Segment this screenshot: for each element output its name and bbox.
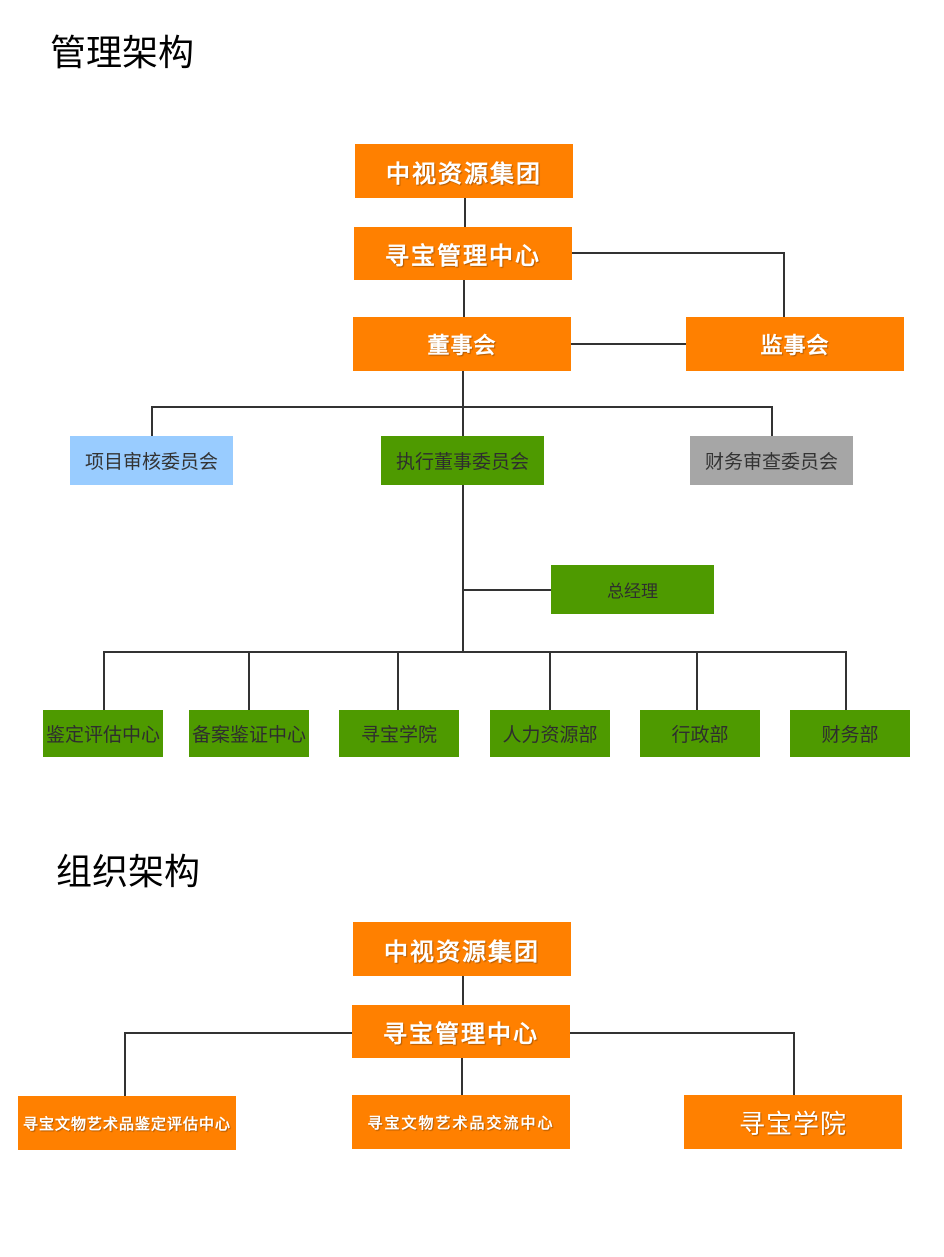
org-unit-box: 寻宝文物艺术品交流中心 xyxy=(352,1095,570,1149)
department-box: 备案鉴证中心 xyxy=(189,710,309,757)
department-box: 鉴定评估中心 xyxy=(43,710,163,757)
management-title: 管理架构 xyxy=(50,33,195,74)
department-box: 财务部 xyxy=(790,710,910,757)
org-center-box: 寻宝管理中心 xyxy=(352,1005,570,1058)
finance-review-committee-box: 财务审查委员会 xyxy=(690,436,853,485)
organization-title: 组织架构 xyxy=(56,852,201,893)
department-box: 人力资源部 xyxy=(490,710,610,757)
board-box: 董事会 xyxy=(353,317,571,371)
executive-committee-box: 执行董事委员会 xyxy=(381,436,544,485)
project-review-committee-box: 项目审核委员会 xyxy=(70,436,233,485)
org-group-box: 中视资源集团 xyxy=(353,922,571,976)
general-manager-box: 总经理 xyxy=(551,565,714,614)
department-box: 行政部 xyxy=(640,710,760,757)
mgmt-group-box: 中视资源集团 xyxy=(355,144,573,198)
department-box: 寻宝学院 xyxy=(339,710,459,757)
org-unit-box: 寻宝学院 xyxy=(684,1095,902,1149)
supervisory-board-box: 监事会 xyxy=(686,317,904,371)
org-unit-box: 寻宝文物艺术品鉴定评估中心 xyxy=(18,1096,236,1150)
mgmt-center-box: 寻宝管理中心 xyxy=(354,227,572,280)
